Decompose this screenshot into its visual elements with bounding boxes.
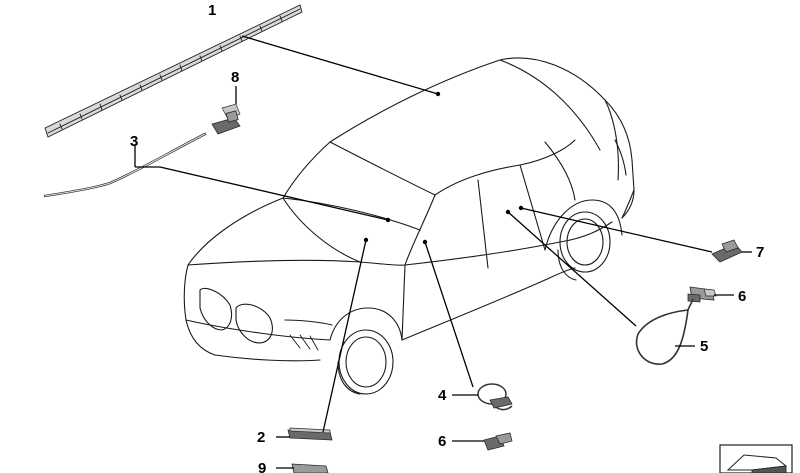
callout-1: 1 bbox=[208, 2, 216, 19]
callout-2: 2 bbox=[257, 429, 265, 446]
part-3-cable bbox=[43, 132, 207, 198]
callout-8: 8 bbox=[231, 69, 239, 86]
part-6-sensor-upper bbox=[687, 286, 717, 303]
part-2-strip bbox=[287, 427, 333, 441]
leader-lines bbox=[134, 35, 752, 469]
callout-9: 9 bbox=[258, 460, 266, 473]
vehicle-outline bbox=[183, 57, 635, 395]
callout-7: 7 bbox=[756, 244, 764, 261]
part-4-cable-coil bbox=[477, 383, 513, 411]
callout-labels: 1 2 3 4 5 6 6 7 8 9 bbox=[130, 2, 764, 473]
callout-6-lower: 6 bbox=[438, 433, 446, 450]
callout-3: 3 bbox=[130, 133, 138, 150]
part-1-roof-strip bbox=[44, 4, 303, 138]
callout-5: 5 bbox=[700, 338, 708, 355]
corner-symbol-icon bbox=[719, 444, 793, 473]
callout-4: 4 bbox=[438, 387, 447, 404]
part-5-cable-loop bbox=[635, 298, 694, 365]
part-8-sensor bbox=[211, 103, 241, 135]
part-9-sensor bbox=[291, 463, 329, 473]
callout-6-upper: 6 bbox=[738, 288, 746, 305]
part-6-sensor-lower bbox=[483, 432, 513, 451]
part-7-sensor bbox=[711, 239, 743, 263]
